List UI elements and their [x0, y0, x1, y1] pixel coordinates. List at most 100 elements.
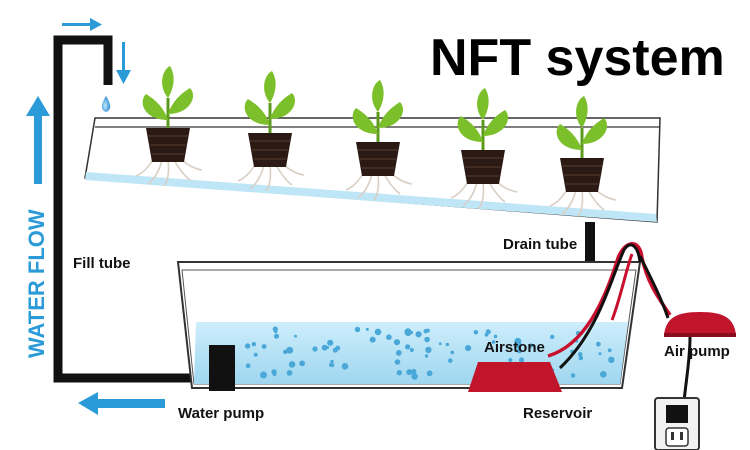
air-line-black-2: [638, 255, 670, 319]
air-bubble: [473, 330, 479, 335]
air-bubble: [438, 342, 442, 346]
water-pump: [209, 345, 235, 391]
plant-roots: [135, 157, 203, 187]
plant-leaf: [264, 71, 276, 103]
air-bubble: [244, 343, 251, 349]
air-bubble: [411, 373, 418, 380]
air-bubble: [393, 339, 401, 346]
plant-leaf: [270, 93, 296, 119]
arrow-right-icon: [62, 18, 102, 31]
air-bubble: [335, 345, 341, 351]
air-bubble: [550, 334, 555, 340]
diagram-title: NFT system: [430, 29, 725, 87]
air-bubble: [445, 342, 450, 347]
air-bubble: [424, 336, 430, 343]
air-bubble: [299, 360, 305, 367]
airstone-label: Airstone: [484, 339, 545, 356]
plants: [135, 66, 617, 217]
plant-leaf: [483, 110, 509, 136]
air-bubble: [354, 326, 361, 333]
air-bubble: [273, 329, 278, 334]
plant-leaf: [576, 96, 588, 128]
plant-leaf: [378, 102, 404, 128]
power-cord: [682, 336, 692, 403]
water-flow-text: WATER FLOW: [24, 209, 49, 358]
air-bubble: [600, 371, 607, 378]
plant-roots: [237, 162, 305, 192]
air-bubble: [609, 359, 614, 363]
air-bubble: [286, 370, 293, 376]
plant-leaf: [457, 116, 483, 142]
air-bubble: [528, 343, 534, 348]
air-bubble: [404, 328, 412, 336]
air-bubble: [326, 346, 330, 349]
plant-leaf: [352, 108, 378, 134]
air-bubble: [411, 368, 417, 375]
plant-5: [549, 96, 617, 217]
air-bubble: [329, 362, 334, 368]
air-bubble: [424, 354, 429, 358]
airstone: [468, 362, 562, 392]
plant-leaf: [372, 80, 384, 112]
air-bubble: [406, 369, 413, 376]
air-bubble: [596, 341, 601, 347]
power-outlet-icon: [654, 397, 700, 450]
air-bubble: [251, 342, 257, 347]
air-bubble: [405, 344, 411, 350]
air-bubble: [330, 359, 334, 364]
air-bubbles: [244, 326, 615, 380]
water-flow-label: WATER FLOW: [24, 209, 49, 358]
air-bubble: [374, 328, 382, 336]
air-bubble: [396, 370, 402, 376]
air-bubble: [450, 350, 455, 355]
air-bubble: [607, 348, 612, 353]
plant-leaf: [142, 94, 168, 120]
air-bubble: [518, 357, 525, 363]
air-bubble: [484, 332, 489, 337]
air-bubble: [426, 370, 433, 377]
air-bubble: [465, 345, 472, 352]
arrow-up-icon: [26, 96, 50, 184]
air-bubble: [409, 348, 414, 352]
air-bubble: [516, 348, 523, 354]
air-bubble: [261, 344, 267, 349]
air-pump: [664, 312, 736, 337]
air-bubble: [394, 359, 401, 365]
air-bubble: [312, 346, 318, 352]
plant-roots: [345, 171, 413, 201]
air-bubble: [425, 346, 432, 354]
plant-leaf: [477, 88, 489, 120]
air-bubble: [327, 339, 334, 346]
air-line-red-2: [610, 253, 634, 321]
air-pump-label: Air pump: [664, 343, 730, 360]
air-bubble: [321, 344, 328, 351]
air-bubble: [272, 372, 277, 377]
air-bubble: [570, 373, 576, 378]
air-bubble: [491, 340, 496, 344]
air-bubble: [286, 346, 294, 354]
air-bubble: [515, 341, 522, 349]
reservoir-label: Reservoir: [523, 405, 592, 422]
air-bubble: [386, 334, 392, 341]
plant-leaf: [168, 88, 194, 114]
air-bubble: [260, 371, 267, 379]
plant-leaf: [582, 118, 608, 144]
air-bubble: [369, 336, 376, 343]
air-bubble: [493, 334, 498, 339]
plant-3: [345, 80, 413, 201]
air-bubble: [253, 352, 258, 357]
air-bubble: [395, 350, 402, 356]
plant-4: [450, 88, 518, 209]
plant-leaf: [244, 99, 270, 125]
air-bubble: [341, 363, 349, 370]
arrow-down-icon: [116, 42, 131, 84]
drain-tube-label: Drain tube: [503, 236, 577, 253]
fill-tube-label: Fill tube: [73, 255, 131, 272]
air-bubble: [508, 358, 513, 362]
plant-leaf: [556, 124, 582, 150]
plant-roots: [549, 187, 617, 217]
air-bubble: [288, 361, 296, 368]
air-bubble: [274, 333, 279, 339]
drain-tube: [585, 222, 595, 268]
